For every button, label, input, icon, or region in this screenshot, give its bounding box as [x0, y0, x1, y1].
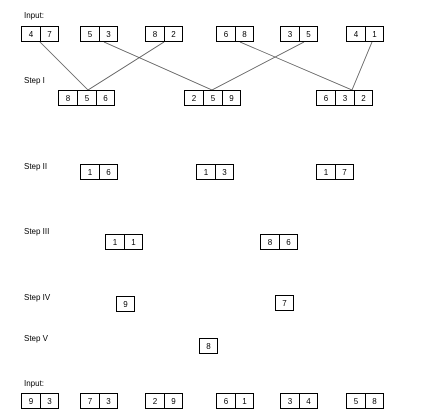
number-cell: 9 — [222, 90, 241, 106]
number-cell: 1 — [196, 164, 215, 180]
number-cell: 8 — [58, 90, 77, 106]
step-3-box: 1 1 — [105, 234, 143, 250]
number-cell: 5 — [203, 90, 222, 106]
number-cell: 8 — [145, 26, 164, 42]
number-cell: 1 — [80, 164, 99, 180]
number-cell: 6 — [216, 26, 235, 42]
number-cell: 2 — [164, 26, 183, 42]
step-3-box: 8 6 — [260, 234, 298, 250]
input-top-box: 3 5 — [280, 26, 318, 42]
number-cell: 8 — [365, 393, 384, 409]
number-cell: 4 — [299, 393, 318, 409]
step-2-label: Step II — [24, 162, 48, 171]
input-top-box: 4 1 — [346, 26, 384, 42]
number-cell: 6 — [96, 90, 115, 106]
number-cell: 3 — [215, 164, 234, 180]
number-cell: 3 — [335, 90, 354, 106]
step-2-box: 1 6 — [80, 164, 118, 180]
number-cell: 5 — [80, 26, 99, 42]
number-cell: 3 — [280, 393, 299, 409]
input-bottom-box: 7 3 — [80, 393, 118, 409]
number-cell: 3 — [40, 393, 59, 409]
number-cell: 9 — [164, 393, 183, 409]
number-cell: 2 — [184, 90, 203, 106]
connector-line — [211, 41, 305, 91]
number-cell: 6 — [279, 234, 298, 250]
connector-line — [87, 41, 165, 91]
step-5-box: 8 — [199, 338, 218, 354]
connector-line — [103, 41, 213, 91]
step-4-label: Step IV — [24, 293, 51, 302]
number-cell: 6 — [316, 90, 335, 106]
number-cell: 9 — [116, 296, 135, 312]
number-cell: 4 — [21, 26, 40, 42]
number-cell: 7 — [275, 295, 294, 311]
connector-line — [39, 41, 89, 91]
input-bottom-label: Input: — [24, 379, 45, 388]
connector-line — [239, 41, 353, 91]
input-bottom-box: 5 8 — [346, 393, 384, 409]
number-cell: 3 — [280, 26, 299, 42]
step-4-box: 7 — [275, 295, 294, 311]
number-cell: 8 — [199, 338, 218, 354]
number-cell: 6 — [216, 393, 235, 409]
input-top-label: Input: — [24, 11, 45, 20]
number-cell: 1 — [235, 393, 254, 409]
step-2-box: 1 3 — [196, 164, 234, 180]
number-cell: 9 — [21, 393, 40, 409]
input-bottom-box: 9 3 — [21, 393, 59, 409]
step-1-box: 6 3 2 — [316, 90, 373, 106]
number-cell: 4 — [346, 26, 365, 42]
number-cell: 7 — [80, 393, 99, 409]
step-4-box: 9 — [116, 296, 135, 312]
input-top-box: 6 8 — [216, 26, 254, 42]
number-cell: 3 — [99, 26, 118, 42]
number-cell: 1 — [316, 164, 335, 180]
step-1-box: 2 5 9 — [184, 90, 241, 106]
number-cell: 1 — [105, 234, 124, 250]
number-cell: 5 — [299, 26, 318, 42]
number-cell: 5 — [346, 393, 365, 409]
step-1-box: 8 5 6 — [58, 90, 115, 106]
number-cell: 7 — [40, 26, 59, 42]
number-cell: 2 — [354, 90, 373, 106]
step-2-box: 1 7 — [316, 164, 354, 180]
number-cell: 3 — [99, 393, 118, 409]
number-cell: 8 — [260, 234, 279, 250]
input-bottom-box: 3 4 — [280, 393, 318, 409]
input-top-box: 5 3 — [80, 26, 118, 42]
input-bottom-box: 6 1 — [216, 393, 254, 409]
step-5-label: Step V — [24, 334, 49, 343]
connector-line — [351, 41, 373, 91]
number-cell: 7 — [335, 164, 354, 180]
number-cell: 5 — [77, 90, 96, 106]
number-cell: 6 — [99, 164, 118, 180]
number-cell: 8 — [235, 26, 254, 42]
input-bottom-box: 2 9 — [145, 393, 183, 409]
number-cell: 2 — [145, 393, 164, 409]
input-top-box: 8 2 — [145, 26, 183, 42]
step-1-label: Step I — [24, 76, 45, 85]
number-cell: 1 — [124, 234, 143, 250]
step-3-label: Step III — [24, 227, 50, 236]
input-top-box: 4 7 — [21, 26, 59, 42]
number-cell: 1 — [365, 26, 384, 42]
